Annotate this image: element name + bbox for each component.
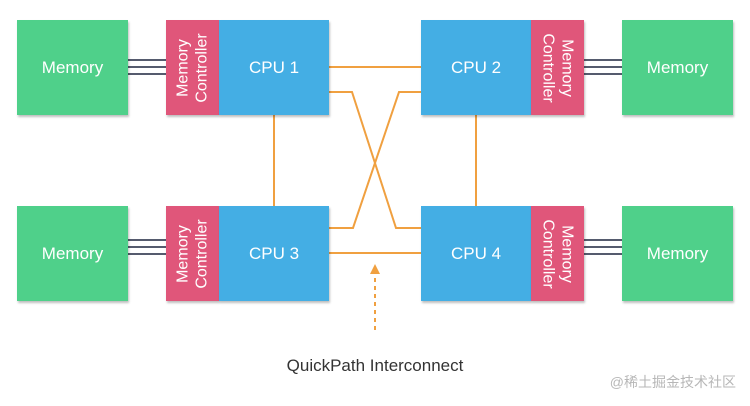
memory-top-right: Memory <box>622 20 733 115</box>
interconnect-arrowhead <box>370 264 380 274</box>
mc-label-line1: Memory <box>558 224 576 283</box>
memory-top-left: Memory <box>17 20 128 115</box>
cpu-2-label: CPU 2 <box>450 57 502 77</box>
memory-bus-top-left <box>128 59 166 75</box>
memory-bottom-right: Memory <box>622 206 733 301</box>
memory-label: Memory <box>646 57 709 77</box>
watermark: @稀土掘金技术社区 <box>609 374 736 390</box>
cpu-1-label: CPU 1 <box>248 57 300 77</box>
cpu-3-label: CPU 3 <box>248 243 300 263</box>
mc-label-line2: Controller <box>193 32 211 103</box>
memory-controller-bottom-right: Memory Controller <box>531 206 584 301</box>
cpu-4: CPU 4 <box>421 206 531 301</box>
mc-label-line2: Controller <box>539 218 557 289</box>
mc-label-line2: Controller <box>193 218 211 289</box>
memory-bus-top-right <box>584 59 622 75</box>
memory-label: Memory <box>646 243 709 263</box>
cpu-3: CPU 3 <box>219 206 329 301</box>
memory-bottom-left: Memory <box>17 206 128 301</box>
mc-label-line1: Memory <box>558 38 576 97</box>
mc-label-line2: Controller <box>539 32 557 103</box>
interconnect-caption: QuickPath Interconnect <box>286 356 464 375</box>
cpu-4-label: CPU 4 <box>450 243 502 263</box>
qpi-links <box>273 66 477 330</box>
memory-controller-bottom-left: Memory Controller <box>166 206 219 301</box>
memory-label: Memory <box>41 243 104 263</box>
mc-label-line1: Memory <box>174 224 192 283</box>
link-cpu1-cpu4 <box>329 91 421 229</box>
memory-bus-bottom-left <box>128 239 166 255</box>
memory-label: Memory <box>41 57 104 77</box>
cpu-2: CPU 2 <box>421 20 531 115</box>
memory-controller-top-left: Memory Controller <box>166 20 219 115</box>
memory-controller-top-right: Memory Controller <box>531 20 584 115</box>
memory-bus-bottom-right <box>584 239 622 255</box>
link-cpu2-cpu3 <box>329 91 421 229</box>
mc-label-line1: Memory <box>174 38 192 97</box>
cpu-1: CPU 1 <box>219 20 329 115</box>
